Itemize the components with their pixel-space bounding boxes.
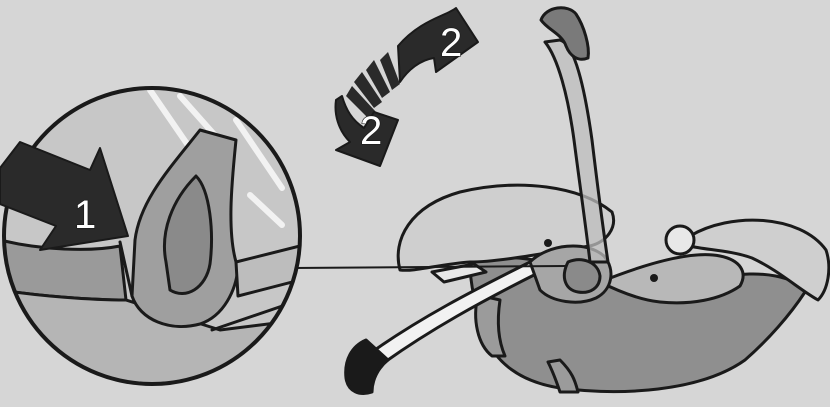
canopy-rivet — [544, 239, 552, 247]
step-1-label: 1 — [74, 193, 96, 237]
handle-pivot-inner — [564, 260, 600, 293]
detail-shell — [0, 240, 126, 300]
step-2-label-upper: 2 — [440, 21, 462, 65]
leg-cover-button — [666, 226, 694, 254]
seat-rivet — [650, 274, 658, 282]
step-2-label-lower: 2 — [360, 109, 382, 153]
